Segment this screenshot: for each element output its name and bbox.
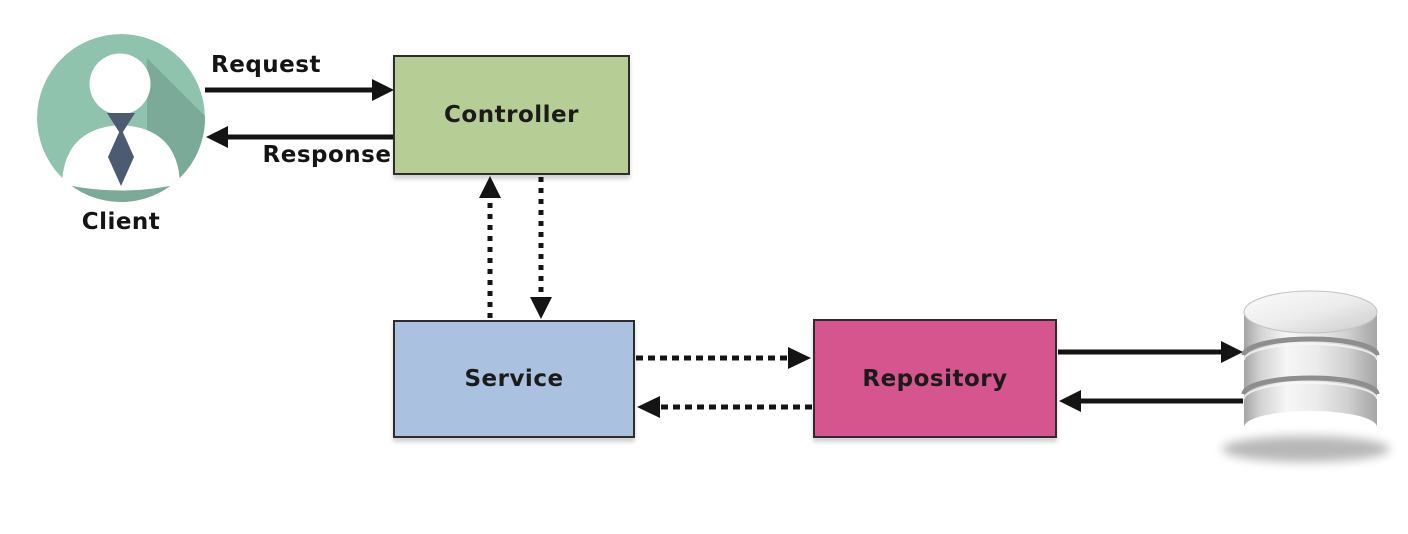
repository-node: Repository: [813, 319, 1057, 438]
database-cylinder-icon: [1222, 290, 1390, 462]
service-to-repository-arrow: [636, 347, 811, 369]
service-node: Service: [393, 320, 635, 438]
repository-to-database-arrow: [1058, 341, 1243, 363]
controller-to-service-arrow: [530, 177, 552, 319]
database-groove-top: [1241, 336, 1380, 356]
repository-to-service-arrow: [637, 396, 812, 418]
database-shadow: [1222, 436, 1390, 462]
client-head: [89, 53, 151, 115]
request-arrow: [205, 79, 394, 101]
response-arrow: [206, 126, 393, 148]
response-arrow-label: Response: [262, 142, 392, 168]
service-label: Service: [464, 366, 564, 392]
client-label: Client: [81, 209, 161, 235]
database-top-face: [1243, 290, 1378, 334]
repository-label: Repository: [862, 365, 1008, 392]
database-groove-bottom-highlight: [1243, 382, 1378, 400]
database-to-repository-arrow: [1059, 390, 1243, 412]
database-groove-top-highlight: [1243, 343, 1378, 361]
request-arrow-label: Request: [211, 52, 321, 78]
client-tie-knot: [107, 113, 135, 135]
controller-node: Controller: [393, 55, 630, 175]
database-groove-bottom: [1241, 375, 1380, 395]
service-to-controller-arrow: [479, 176, 501, 318]
client-tie: [108, 128, 134, 186]
controller-label: Controller: [444, 102, 579, 128]
